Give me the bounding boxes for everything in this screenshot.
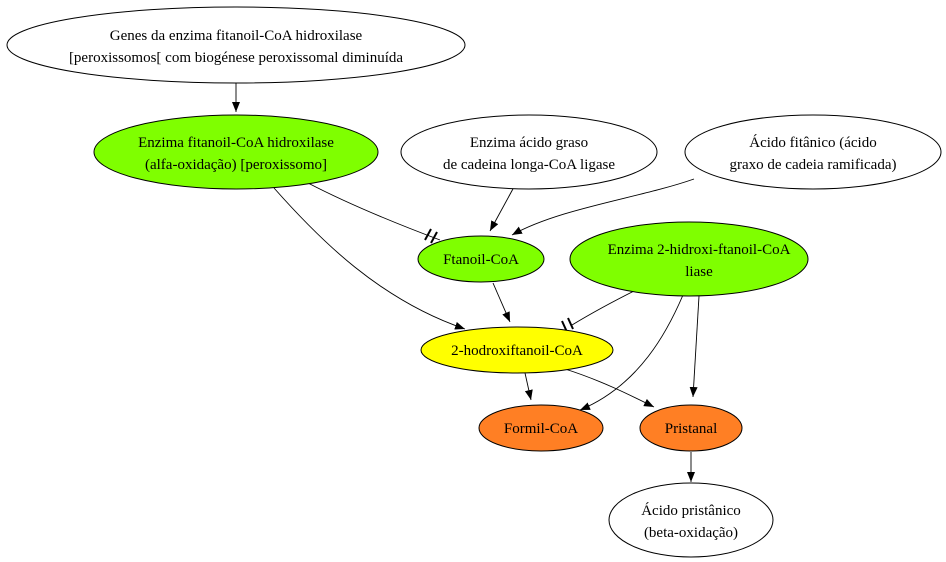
node-genes-label-1: Genes da enzima fitanoil-CoA hidroxilase: [110, 28, 363, 44]
node-enzima-hidroxilase-label-2: (alfa-oxidação) [peroxissomo]: [145, 157, 327, 173]
node-acido-fitanico[interactable]: Ácido fitânico (ácido graxo de cadeia ra…: [684, 114, 942, 190]
edge-hidroxiftanoil-to-pristanal: [564, 368, 655, 408]
node-enzima-ligase-shape: [400, 114, 658, 190]
node-ftanoil-coa[interactable]: Ftanoil-CoA: [417, 235, 545, 283]
node-acido-pristanico-label-1: Ácido pristânico: [641, 502, 741, 519]
node-hidroxiftanoil-coa-shape: [420, 326, 614, 374]
node-enzima-hidroxilase[interactable]: Enzima fitanoil-CoA hidroxilase (alfa-ox…: [93, 114, 379, 190]
node-enzima-liase-label-2: liase: [685, 264, 713, 280]
node-acido-fitanico-label-1: Ácido fitânico (ácido: [749, 134, 876, 151]
node-acido-fitanico-label-2: graxo de cadeia ramificada): [730, 157, 897, 173]
edge-enzima-hidroxilase-to-ftanoil-coa: [307, 182, 441, 241]
edge-ftanoil-coa-to-hidroxiftanoil: [492, 282, 511, 323]
node-ftanoil-coa-shape: [417, 235, 545, 283]
node-genes-label-2: [peroxissomos[ com biogénese peroxissoma…: [69, 50, 403, 66]
node-formil-coa-label: Formil-CoA: [504, 421, 578, 437]
edge-enzima-ligase-to-ftanoil-coa: [489, 186, 515, 232]
node-formil-coa-shape: [478, 404, 604, 452]
node-enzima-ligase[interactable]: Enzima ácido graso de cadeina longa-CoA …: [400, 114, 658, 190]
node-ftanoil-coa-label: Ftanoil-CoA: [443, 252, 519, 268]
node-pristanal-label: Pristanal: [665, 421, 718, 437]
node-enzima-liase-shape: [569, 221, 809, 297]
node-genes[interactable]: Genes da enzima fitanoil-CoA hidroxilase…: [6, 6, 466, 84]
node-enzima-liase-label-1: Enzima 2-hidroxi-ftanoil-CoA: [608, 242, 791, 258]
node-acido-pristanico-label-2: (beta-oxidação): [644, 525, 738, 541]
node-pristanal-shape: [639, 404, 743, 452]
inhibition-marker: [424, 228, 438, 244]
node-enzima-liase[interactable]: Enzima 2-hidroxi-ftanoil-CoA liase: [569, 221, 809, 297]
node-hidroxiftanoil-coa-label: 2-hodroxiftanoil-CoA: [451, 343, 583, 359]
edge-acido-fitanico-to-ftanoil-coa: [511, 178, 695, 236]
node-acido-pristanico-shape: [608, 482, 774, 558]
edges-layer: [232, 83, 700, 482]
edge-hidroxiftanoil-to-formil-coa: [524, 372, 533, 401]
edge-enzima-liase-to-pristanal: [689, 295, 700, 398]
node-genes-shape: [6, 6, 466, 84]
node-acido-pristanico[interactable]: Ácido pristânico (beta-oxidação): [608, 482, 774, 558]
node-enzima-ligase-label-1: Enzima ácido graso: [470, 135, 588, 151]
node-enzima-hidroxilase-label-1: Enzima fitanoil-CoA hidroxilase: [138, 135, 334, 151]
nodes-layer: Genes da enzima fitanoil-CoA hidroxilase…: [6, 6, 942, 558]
node-enzima-ligase-label-2: de cadeina longa-CoA ligase: [443, 157, 615, 173]
edge-enzima-liase-to-hidroxiftanoil: [571, 289, 637, 326]
node-formil-coa[interactable]: Formil-CoA: [478, 404, 604, 452]
edge-enzima-liase-to-formil-coa: [579, 294, 684, 411]
node-acido-fitanico-shape: [684, 114, 942, 190]
node-enzima-hidroxilase-shape: [93, 114, 379, 190]
edge-enzima-hidroxilase-to-hidroxiftanoil: [273, 187, 466, 330]
node-pristanal[interactable]: Pristanal: [639, 404, 743, 452]
node-hidroxiftanoil-coa[interactable]: 2-hodroxiftanoil-CoA: [420, 326, 614, 374]
